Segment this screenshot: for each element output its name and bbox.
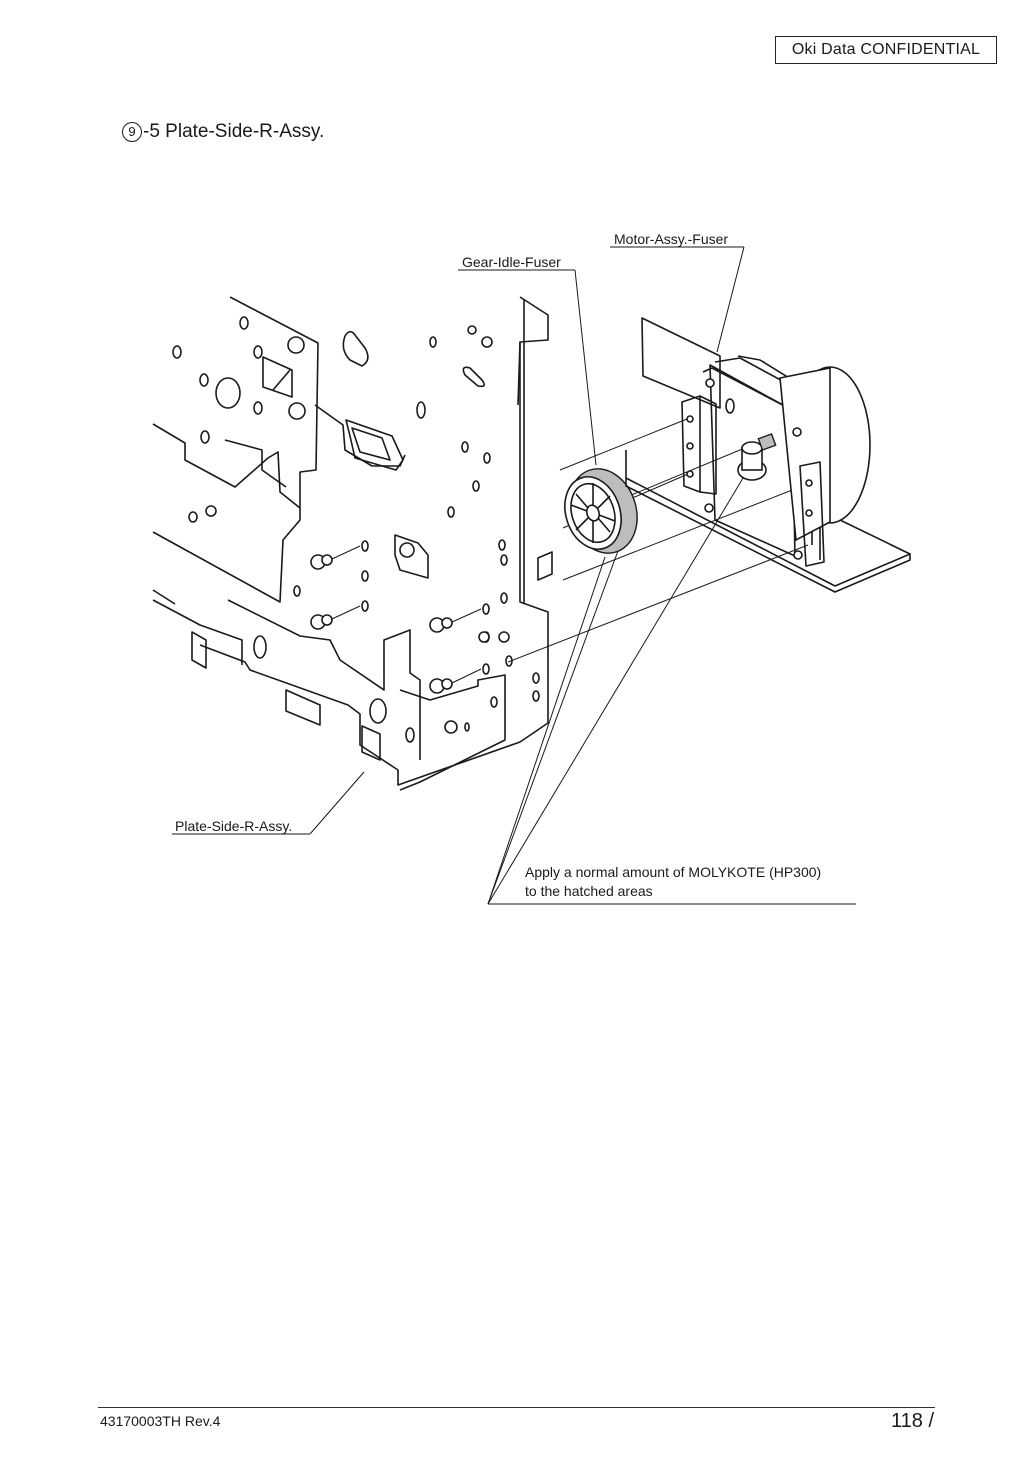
section-number-badge: 9 <box>122 122 142 142</box>
confidential-label: Oki Data CONFIDENTIAL <box>775 36 997 64</box>
chassis-frame <box>152 296 406 603</box>
motor-assy-fuser <box>625 317 911 593</box>
screw <box>429 668 482 694</box>
document-id: 43170003TH Rev.4 <box>100 1413 221 1429</box>
label-plate-side-r-assy: Plate-Side-R-Assy. <box>175 818 293 834</box>
footer-rule <box>98 1407 935 1408</box>
leader-lines <box>172 246 856 905</box>
label-gear-idle-fuser: Gear-Idle-Fuser <box>462 254 561 270</box>
screws <box>310 545 482 694</box>
lubrication-note: Apply a normal amount of MOLYKOTE (HP300… <box>525 863 821 901</box>
screw <box>310 545 361 570</box>
label-motor-assy-fuser: Motor-Assy.-Fuser <box>614 231 729 247</box>
gear-idle-fuser <box>564 468 638 554</box>
lubrication-note-line-2: to the hatched areas <box>525 883 653 899</box>
screw <box>429 608 482 633</box>
lubrication-note-line-1: Apply a normal amount of MOLYKOTE (HP300… <box>525 864 822 880</box>
section-title: 9-5 Plate-Side-R-Assy. <box>122 121 324 143</box>
page-number: 118 / <box>891 1410 934 1432</box>
assembly-lines <box>507 418 811 663</box>
screw <box>310 605 361 630</box>
section-title-text: -5 Plate-Side-R-Assy. <box>143 121 325 142</box>
main-plate <box>152 296 553 791</box>
